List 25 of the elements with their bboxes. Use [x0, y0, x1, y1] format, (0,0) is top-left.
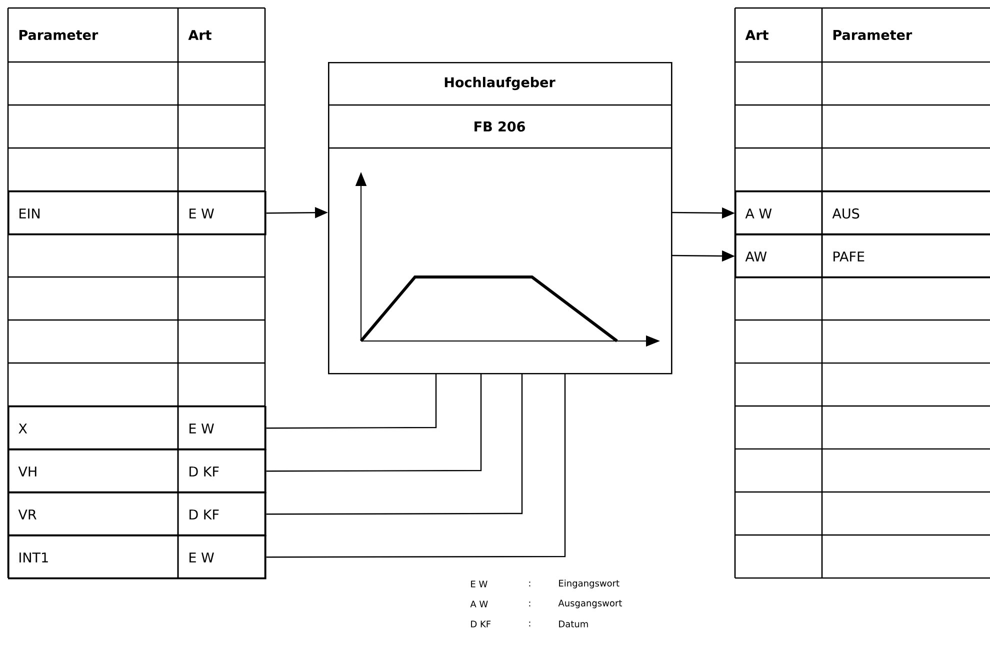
connector [266, 373, 566, 558]
separator-colon: : [529, 602, 530, 606]
column-header: Art [745, 30, 768, 40]
abbreviation-meaning: Eingangswort [559, 580, 620, 588]
table-row: EIN E W [8, 191, 266, 236]
table-row: VR D KF [8, 492, 266, 536]
connector [266, 373, 482, 472]
table-row: INT1 E W [8, 535, 266, 580]
function-block: Hochlaufgeber FB 206 [328, 62, 672, 374]
column-header: Parameter [19, 30, 98, 40]
column-header: Parameter [833, 30, 912, 40]
table-row: A W AUS [735, 191, 990, 236]
separator-colon: : [529, 622, 530, 626]
connector [266, 373, 437, 429]
connector [266, 373, 523, 515]
table-row: AW PAFE [735, 234, 990, 278]
separator-colon: : [529, 582, 530, 586]
column-header: Art [188, 30, 212, 40]
abbreviation-meaning: Datum [559, 620, 588, 628]
abbreviation: A W [470, 600, 488, 608]
table-row: VH D KF [8, 449, 266, 494]
abbreviation: D KF [471, 620, 491, 628]
abbreviation-meaning: Ausgangswort [558, 600, 622, 608]
table-row: X E W [8, 406, 266, 450]
abbreviation: E W [471, 580, 488, 588]
